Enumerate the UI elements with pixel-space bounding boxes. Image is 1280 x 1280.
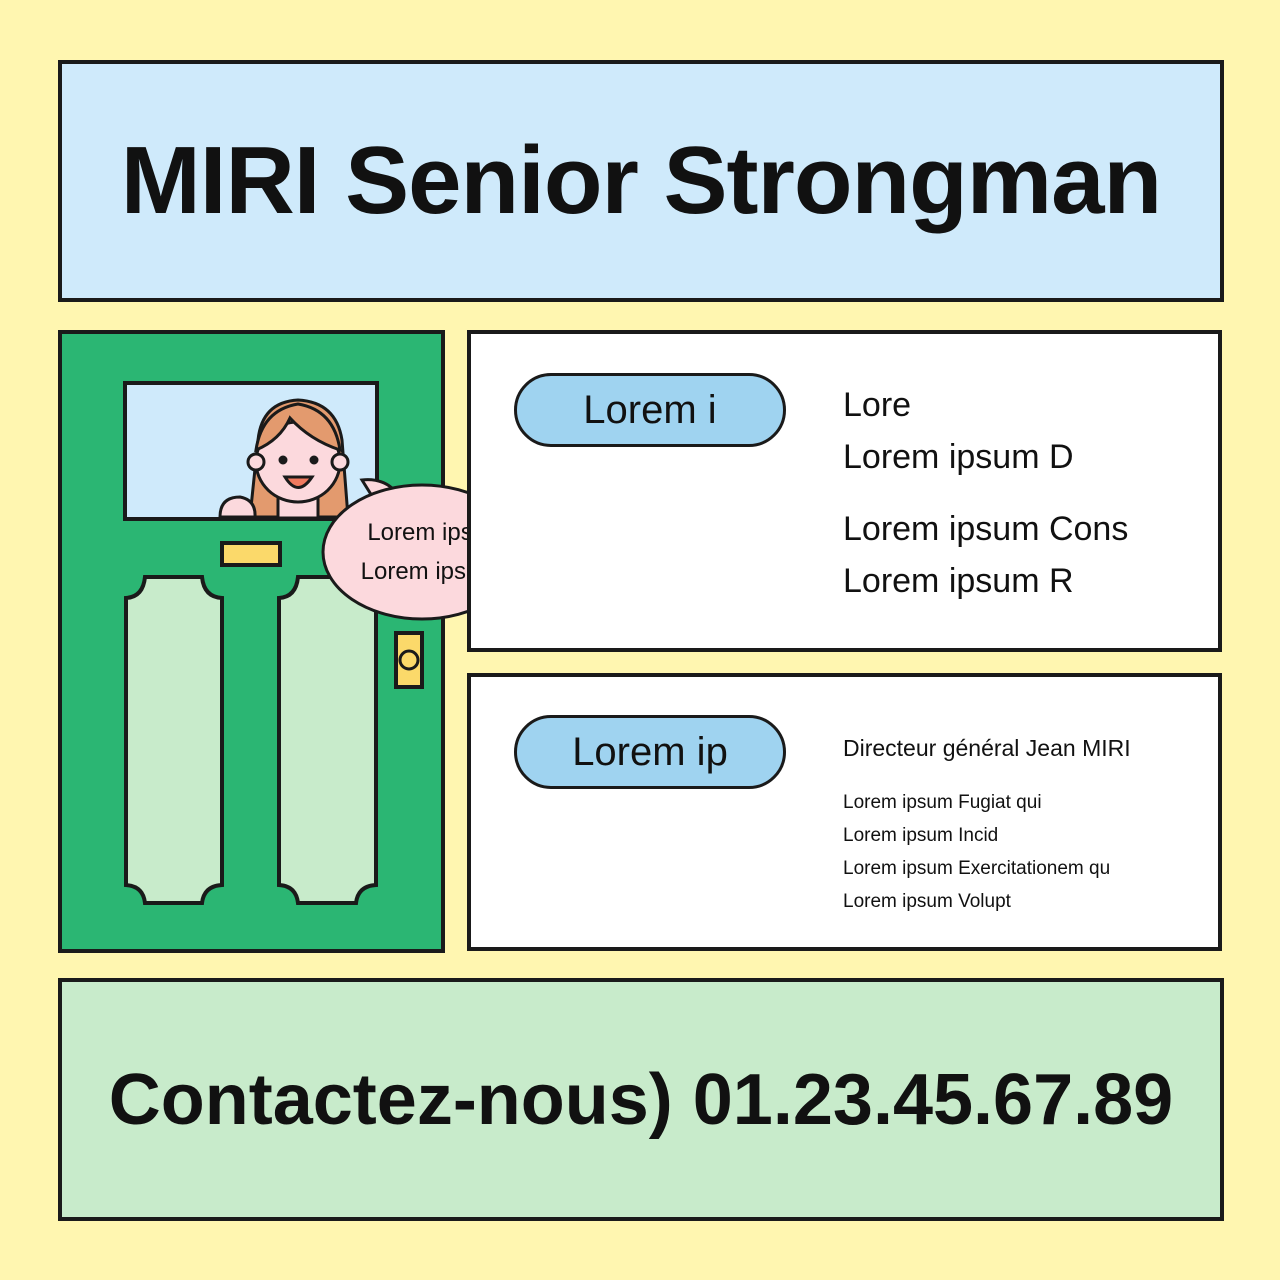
- section1-line: Lorem ipsum D: [843, 438, 1074, 476]
- contact-banner: Contactez-nous) 01.23.45.67.89: [58, 978, 1224, 1221]
- section2-pill: Lorem ip: [514, 715, 786, 789]
- title-banner: MIRI Senior Strongman: [58, 60, 1224, 302]
- section2-line: Lorem ipsum Exercitationem qu: [843, 858, 1111, 879]
- section2-line: Lorem ipsum Fugiat qui: [843, 792, 1042, 813]
- contact-phone: Contactez-nous) 01.23.45.67.89: [108, 1059, 1174, 1140]
- director-heading: Directeur général Jean MIRI: [843, 735, 1131, 761]
- page-title: MIRI Senior Strongman: [120, 127, 1162, 234]
- woman-icon: [218, 398, 350, 520]
- section1-line: Lore: [843, 386, 912, 424]
- section2-line: Lorem ipsum Incid: [843, 825, 999, 846]
- info-panel-1: Lorem i Lore Lorem ipsum D Lorem ipsum C…: [467, 330, 1222, 652]
- section1-pill: Lorem i: [514, 373, 786, 447]
- section2-line: Lorem ipsum Volupt: [843, 891, 1011, 912]
- door-knob-icon: [394, 631, 424, 689]
- bubble-line-1: Lorem ips: [367, 519, 473, 546]
- info-panel-2: Lorem ip Directeur général Jean MIRI Lor…: [467, 673, 1222, 951]
- section1-line: Lorem ipsum R: [843, 562, 1074, 600]
- section1-line: Lorem ipsum Cons: [843, 510, 1129, 548]
- bubble-line-2: Lorem ipsu: [360, 558, 480, 585]
